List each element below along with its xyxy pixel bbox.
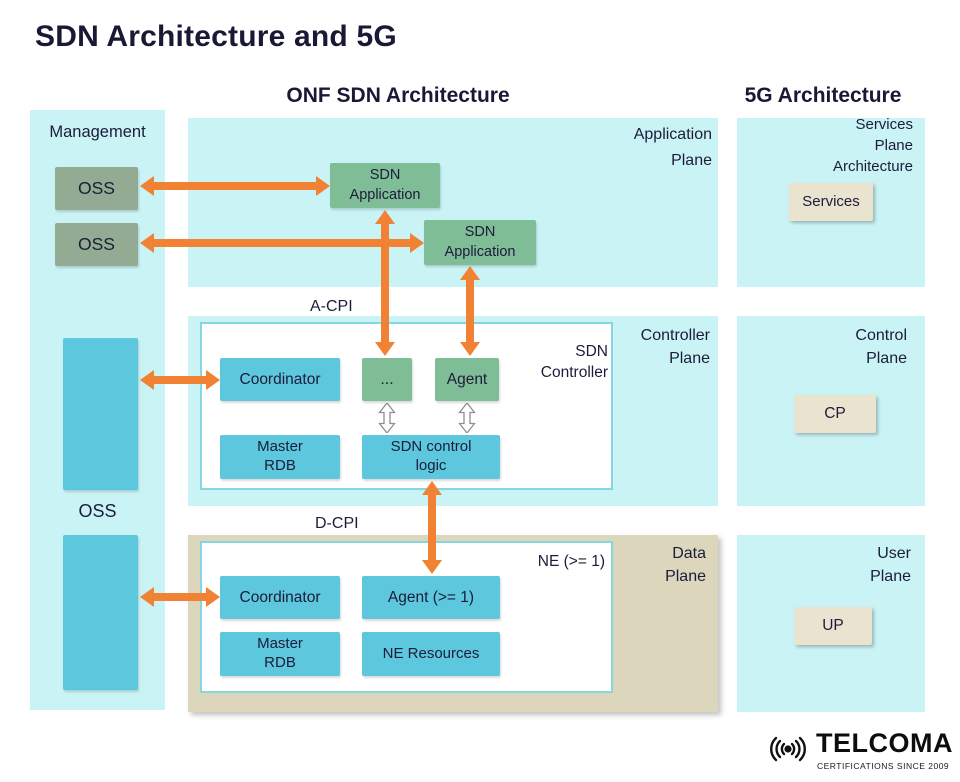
data-plane-label: Data Plane <box>665 545 706 586</box>
arrow-oss-tall-to-coordinator-data <box>140 587 220 607</box>
management-label: Management <box>49 123 146 141</box>
oss-box-top: OSS <box>55 167 138 210</box>
double-arrow-icon-ellipsis-logic <box>378 403 396 433</box>
oss-tall-box-lower <box>63 535 138 690</box>
cp-box: CP <box>794 395 876 433</box>
ellipsis-box: ... <box>362 358 412 401</box>
master-rdb-box-data: Master RDB <box>220 632 340 676</box>
services-plane-label: Services Plane Architecture <box>832 116 913 175</box>
agent-box-controller: Agent <box>435 358 499 401</box>
ne-label: NE (>= 1) <box>537 553 605 570</box>
oss-tall-label: OSS <box>78 501 117 521</box>
onf-heading: ONF SDN Architecture <box>286 84 510 107</box>
sdn-controller-label: SDN Controller <box>540 343 608 381</box>
arrow-sdn-app-bottom-to-agent <box>460 266 480 356</box>
arrow-control-logic-to-agent-data <box>422 481 442 574</box>
sdn-control-logic-box: SDN control logic <box>362 435 500 479</box>
controller-plane-label: Controller Plane <box>640 327 710 368</box>
coordinator-box-controller: Coordinator <box>220 358 340 401</box>
oss-tall-box-upper <box>63 338 138 490</box>
sdn-application-box-top: SDN Application <box>330 163 440 208</box>
agent-box-data: Agent (>= 1) <box>362 576 500 619</box>
fiveg-heading: 5G Architecture <box>744 84 902 107</box>
user-plane-label: User Plane <box>870 545 911 586</box>
ne-resources-box: NE Resources <box>362 632 500 676</box>
up-box: UP <box>794 607 872 645</box>
oss-box-middle: OSS <box>55 223 138 266</box>
a-cpi-label: A-CPI <box>310 298 353 315</box>
page-title: SDN Architecture and 5G <box>35 20 397 53</box>
master-rdb-box-controller: Master RDB <box>220 435 340 479</box>
arrow-oss-top-to-sdn-app-top <box>140 176 330 196</box>
logo-brand: TELCOMA <box>816 728 953 758</box>
d-cpi-label: D-CPI <box>315 515 359 532</box>
logo-tagline: CERTIFICATIONS SINCE 2009 <box>817 761 950 771</box>
broadcast-icon <box>770 736 806 762</box>
arrow-oss-middle-to-sdn-app-bottom <box>140 233 424 253</box>
coordinator-box-data: Coordinator <box>220 576 340 619</box>
application-plane-label: Application Plane <box>633 126 712 169</box>
arrow-oss-tall-to-coordinator-controller <box>140 370 220 390</box>
services-box: Services <box>789 183 873 221</box>
double-arrow-icon-agent-logic <box>458 403 476 433</box>
sdn-application-box-bottom: SDN Application <box>424 220 536 265</box>
arrow-sdn-app-top-to-controller <box>375 210 395 356</box>
control-plane-label: Control Plane <box>855 327 907 368</box>
